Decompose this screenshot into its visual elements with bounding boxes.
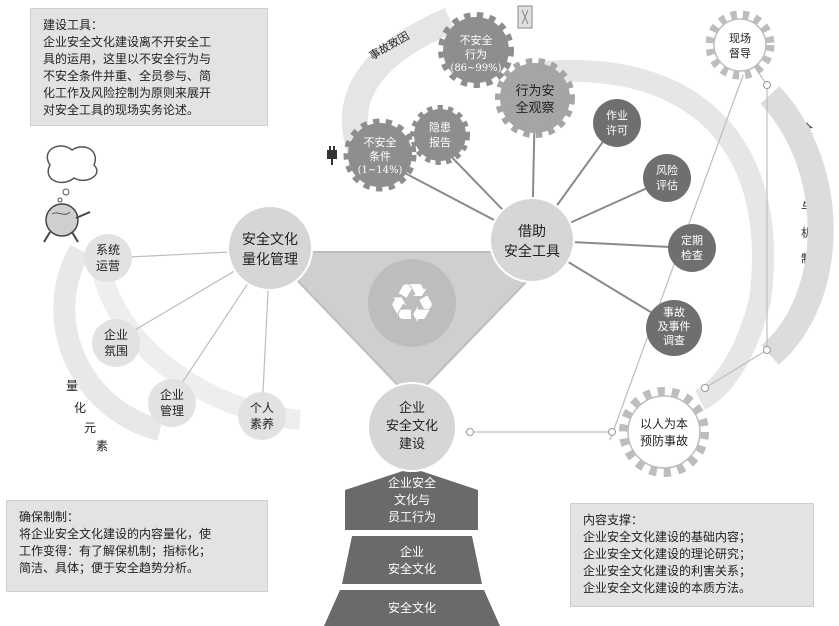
content-support-box: 内容支撑： 企业安全文化建设的基础内容； 企业安全文化建设的理论研究； 企业安全… — [570, 503, 814, 607]
pyramid-top — [345, 468, 478, 530]
mechanism-description-box: 确保制制： 将企业安全文化建设的内容量化，使 工作变得：有了解保机制；指标化； … — [6, 500, 268, 592]
behavior-obs-label: 行为安 — [515, 84, 554, 99]
support-box-title: 内容支撑： — [583, 513, 644, 527]
mechanism-box-line: 将企业安全文化建设的内容量化，使 — [19, 527, 212, 541]
mgmt-node — [148, 379, 196, 427]
supervise-label: 督导 — [729, 46, 751, 60]
pyramid-base — [324, 590, 500, 626]
personal-label: 素养 — [250, 416, 274, 431]
tools-box-line: 不安全条件并重、全员参与、简 — [43, 69, 212, 83]
quant-node — [227, 205, 313, 291]
mechanism-box-title: 确保制制： — [19, 510, 80, 524]
support-box-line: 企业安全文化建设的理论研究； — [583, 547, 752, 561]
hazard-report-label: 隐患 — [429, 121, 451, 134]
supervise-label: 现场 — [729, 31, 751, 45]
support-box-line: 企业安全文化建设的利害关系； — [583, 564, 752, 578]
pyramid-mid-line: 安全文化 — [388, 561, 436, 576]
unsafe-act-label: 不安全 — [460, 33, 493, 47]
risk-node — [643, 154, 691, 202]
inspect-node — [668, 224, 716, 272]
plug-icon — [327, 146, 337, 165]
pyramid-mid — [342, 536, 482, 584]
pyramid-mid-line: 企业 — [400, 544, 424, 559]
tools-node — [489, 197, 575, 283]
accident-cause-arc — [342, 8, 456, 155]
permit-label: 作业 — [606, 109, 628, 122]
sys-node — [84, 234, 132, 282]
personal-label: 个人 — [250, 401, 274, 415]
unsafe-act-label: (86~99%) — [450, 63, 501, 74]
atm-label: 企业 — [104, 327, 128, 342]
supervise-gear — [705, 10, 775, 80]
quant-connectors — [109, 44, 768, 441]
core-label: 企业 — [399, 400, 425, 416]
personal-node — [238, 392, 286, 440]
accident-label: 及事件 — [658, 320, 691, 333]
pyramid-top-line: 企业安全 — [388, 475, 436, 490]
thinking-globe-illustration — [43, 145, 98, 243]
tools-box-title: 建设工具： — [43, 18, 104, 32]
behavior-obs-label: 全观察 — [515, 100, 554, 116]
unsafe-act-label: 行为 — [465, 48, 487, 61]
tools-box-line: 具的运用，这里以不安全行为与 — [43, 52, 212, 66]
support-box-line: 企业安全文化建设的本质方法。 — [583, 581, 752, 595]
people-first-gear — [619, 387, 709, 477]
sys-label: 系统 — [96, 243, 120, 257]
tools-box-line: 化工作及风险控制为原则来展开 — [43, 86, 212, 100]
core-label: 建设 — [399, 437, 425, 452]
permit-label: 许可 — [606, 124, 628, 137]
quant-elements-char: 素 — [96, 439, 108, 453]
unsafe-act-gear — [438, 12, 514, 88]
worker-figure-illustration — [517, 5, 533, 29]
pyramid-base-label: 安全文化 — [388, 600, 436, 615]
sys-label: 运营 — [96, 259, 120, 273]
people-first-label: 以人为本 — [640, 417, 688, 431]
mgmt-label: 管理 — [160, 403, 184, 418]
unsafe-cond-gear — [343, 118, 417, 192]
quant-elements-char: 化 — [74, 401, 86, 415]
outer-arc-band — [760, 86, 834, 365]
risk-label: 风险 — [656, 163, 678, 177]
behavior-obs-gear — [495, 58, 575, 138]
risk-label: 评估 — [656, 179, 678, 192]
accident-label: 事故 — [663, 305, 685, 319]
quant-elements-char: 量 — [66, 379, 78, 393]
quant-label: 量化管理 — [242, 252, 298, 268]
atm-label: 氛围 — [104, 344, 128, 358]
recycle-icon: ♻ — [388, 272, 436, 335]
left-arc-band — [53, 244, 164, 441]
pyramid-top-line: 文化与 — [394, 492, 430, 507]
people-first-label: 预防事故 — [640, 433, 688, 448]
quant-elements-char: 元 — [84, 421, 96, 435]
pyramid-top-line: 员工行为 — [388, 510, 436, 524]
tools-description-box: 建设工具： 企业安全文化建设离不开安全工 具的运用，这里以不安全行为与 不安全条… — [30, 8, 268, 126]
core-node — [367, 382, 457, 472]
inspect-label: 定期 — [681, 233, 703, 247]
mgmt-label: 企业 — [160, 387, 184, 402]
inspect-label: 检查 — [681, 248, 703, 262]
atm-node — [92, 319, 140, 367]
accident-label: 调查 — [663, 333, 685, 347]
hazard-report-label: 报告 — [429, 135, 451, 149]
core-label: 安全文化 — [386, 418, 438, 434]
permit-node — [593, 99, 641, 147]
unsafe-cond-label: (1~14%) — [358, 165, 403, 176]
unsafe-cond-label: 条件 — [369, 149, 391, 163]
right-arc-band — [544, 59, 775, 410]
tools-box-line: 企业安全文化建设离不开安全工 — [43, 35, 212, 49]
support-box-line: 企业安全文化建设的基础内容； — [583, 530, 752, 544]
tools-label: 借助 — [518, 224, 546, 240]
mechanism-box-line: 简洁、具体；便于安全趋势分析。 — [19, 561, 200, 575]
accident-node — [646, 300, 702, 356]
quant-label: 安全文化 — [242, 231, 298, 248]
tools-box-line: 对安全工具的现场实务论述。 — [43, 103, 200, 117]
hazard-report-gear — [410, 105, 470, 165]
tools-label: 安全工具 — [504, 243, 560, 260]
recycle-circle — [368, 259, 456, 347]
mechanism-box-line: 工作变得：有了解保机制；指标化； — [19, 544, 212, 558]
unsafe-cond-label: 不安全 — [364, 135, 397, 149]
